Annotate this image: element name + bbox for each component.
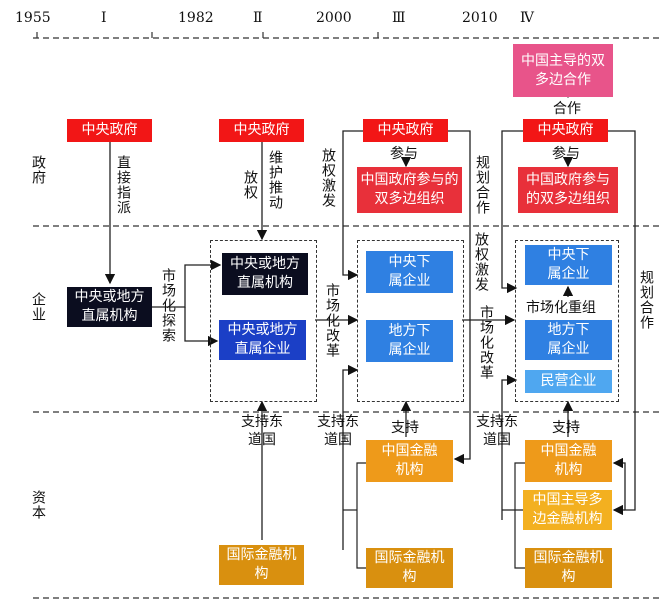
- china-finance-box: 中国金融机构: [366, 440, 453, 482]
- planning-cooperation-label: 规划合作: [638, 270, 654, 330]
- central-government-box: 中央政府: [523, 119, 608, 142]
- central-subsidiary-box: 中央下属企业: [525, 245, 612, 285]
- decentralize-label: 放权: [242, 170, 258, 200]
- row-label-government: 政府: [30, 155, 46, 185]
- stage-4-label: Ⅳ: [520, 10, 534, 26]
- planning-cooperation-label: 规划合作: [474, 155, 490, 215]
- cooperation-label: 合作: [553, 98, 581, 118]
- central-government-box: 中央政府: [67, 119, 152, 142]
- decentralize-stimulate-label: 放权激发: [320, 148, 336, 208]
- stage-1-label: Ⅰ: [101, 10, 107, 26]
- row-label-capital: 资本: [30, 490, 46, 520]
- central-subsidiary-box: 中央下属企业: [366, 251, 453, 293]
- local-subsidiary-box: 地方下属企业: [366, 320, 453, 362]
- stage-4-enterprise-group: [515, 240, 619, 402]
- decentralize-stimulate-label: 放权激发: [473, 232, 489, 292]
- market-restructure-label: 市场化重组: [526, 297, 596, 317]
- support-host-label: 支持东道国: [317, 414, 359, 448]
- gov-multilateral-org-box: 中国政府参与的双多边组织: [357, 167, 462, 213]
- private-enterprise-box: 民营企业: [525, 370, 612, 393]
- intl-finance-box: 国际金融机构: [366, 548, 453, 588]
- direct-enterprise-box: 中央或地方直属企业: [219, 320, 306, 360]
- local-subsidiary-box: 地方下属企业: [525, 320, 612, 360]
- row-label-enterprise: 企业: [30, 292, 46, 322]
- stage-3-label: Ⅲ: [392, 10, 406, 26]
- direct-assign-label: 直接指派: [115, 155, 131, 215]
- support-host-label: 支持东道国: [476, 414, 518, 448]
- support-label: 支持: [391, 420, 419, 436]
- support-host-label: 支持东道国: [241, 414, 283, 448]
- direct-institution-box: 中央或地方直属机构: [67, 287, 152, 327]
- year-2010: 2010: [462, 10, 498, 26]
- market-reform-label: 市场化改革: [478, 305, 494, 380]
- direct-institution-box: 中央或地方直属机构: [222, 253, 308, 295]
- stage-3-enterprise-group: [357, 240, 464, 402]
- china-led-cooperation-box: 中国主导的双多边合作: [513, 44, 613, 97]
- market-exploration-label: 市场化探索: [160, 268, 176, 343]
- support-label: 支持: [552, 420, 580, 436]
- stage-2-label: Ⅱ: [253, 10, 263, 26]
- participate-label: 参与: [390, 146, 418, 162]
- stage-2-enterprise-group: [210, 240, 317, 402]
- intl-finance-box: 国际金融机构: [525, 548, 612, 588]
- china-finance-box: 中国金融机构: [525, 440, 612, 482]
- intl-finance-box: 国际金融机构: [219, 545, 304, 585]
- maintain-promote-label: 维护推动: [267, 150, 283, 210]
- central-government-box: 中央政府: [363, 119, 448, 142]
- market-reform-label: 市场化改革: [324, 283, 340, 358]
- central-government-box: 中央政府: [219, 119, 304, 142]
- participate-label: 参与: [552, 146, 580, 162]
- year-1982: 1982: [178, 10, 214, 26]
- year-1955: 1955: [15, 10, 51, 26]
- china-led-multilateral-finance-box: 中国主导多边金融机构: [523, 490, 612, 530]
- gov-multilateral-org-box: 中国政府参与的双多边组织: [518, 167, 618, 213]
- year-2000: 2000: [316, 10, 352, 26]
